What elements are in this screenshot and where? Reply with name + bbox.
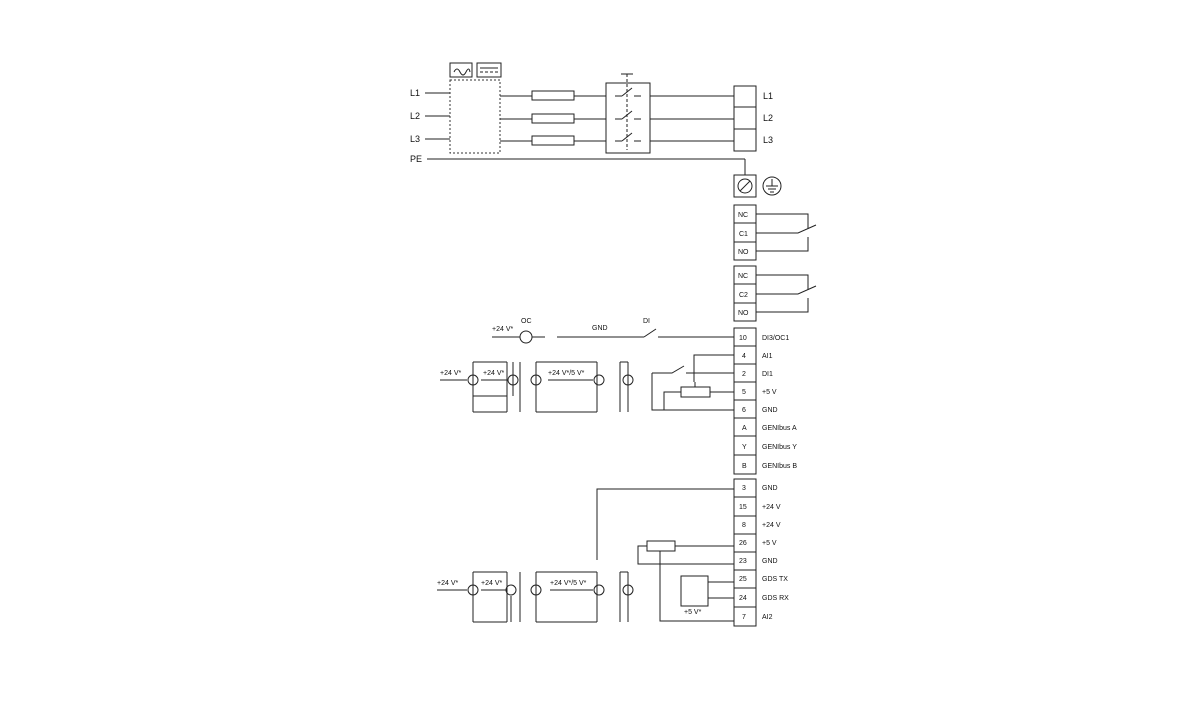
ai1-potentiometer [651,354,734,411]
oc-label: OC [521,318,532,325]
sensor3-supply: +24 V*/5 V* [548,370,585,377]
b2-label-7: AI2 [762,614,773,621]
sensor-row-1: +24 V* +24 V* +24 V*/5 V* [440,361,634,413]
relay-2: NC C2 NO [733,265,817,322]
ground-symbol-icon [762,176,782,196]
b2-num-2: 8 [742,522,746,529]
gnd-label: GND [592,325,608,332]
terminal-label-l3: L3 [763,135,773,145]
b1-num-1: 4 [742,353,746,360]
b1-num-5: A [742,425,747,432]
mains-section: L1 L2 L3 PE [410,62,746,175]
b1-label-3: +5 V [762,389,777,396]
sensor1-supply: +24 V* [440,370,461,377]
sensor5-supply: +24 V* [481,580,502,587]
b2-num-1: 15 [739,504,747,511]
b2-label-4: GND [762,558,778,565]
b2-num-6: 24 [739,595,747,602]
fuse-l1 [531,90,575,101]
supply-label-pe: PE [410,154,422,164]
ai2-potentiometer [637,540,734,622]
gds-sensor: +5 V* [680,575,734,616]
relay2-nc: NC [738,273,748,280]
b1-label-5: GENIbus A [762,425,797,432]
fuse-l3 [531,135,575,146]
oc-supply-label: +24 V* [492,326,513,333]
b1-label-6: GENIbus Y [762,444,797,451]
relay1-c1: C1 [739,231,748,238]
b2-num-5: 25 [739,576,747,583]
b2-num-4: 23 [739,558,747,565]
di3-oc1-wiring: +24 V* OC GND DI [492,318,734,344]
supply-label-l2: L2 [410,111,420,121]
b1-num-7: B [742,463,747,470]
supply-label-l3: L3 [410,134,420,144]
fuse-l2 [531,113,575,124]
sensor4-supply: +24 V* [437,580,458,587]
dc-filter-icon [476,62,502,78]
b2-num-7: 7 [742,614,746,621]
b1-num-4: 6 [742,407,746,414]
b1-label-1: AI1 [762,353,773,360]
relay-1: NC C1 NO [733,204,817,261]
b2-num-3: 26 [739,540,747,547]
relay2-no: NO [738,310,749,317]
relay1-no: NO [738,249,749,256]
terminal-block-1: 10 4 2 5 6 A Y B DI3/OC1 AI1 DI1 +5 V GN… [733,327,797,475]
ac-filter-icon [449,62,473,78]
di-label: DI [643,318,650,325]
b2-label-0: GND [762,485,778,492]
b1-label-7: GENIbus B [762,463,797,470]
b2-label-6: GDS RX [762,595,789,602]
earth-terminal-icon [733,174,757,198]
main-switch [605,73,651,154]
relay1-nc: NC [738,212,748,219]
b2-label-1: +24 V [762,504,781,511]
potentiometer-1 [680,386,711,398]
gds-supply-label: +5 V* [684,609,702,616]
sensor-row-2: +24 V* +24 V* +24 V*/5 V* [437,571,634,623]
b2-label-3: +5 V [762,540,777,547]
oc-lamp [519,330,533,344]
supply-label-l1: L1 [410,88,420,98]
b1-label-2: DI1 [762,371,773,378]
terminal-block-2: 3 15 8 26 23 25 24 7 GND +24 V +24 V +5 … [733,478,789,627]
b2-label-5: GDS TX [762,576,788,583]
b1-num-0: 10 [739,335,747,342]
gds-sensor-box [680,575,709,607]
terminal-label-l2: L2 [763,113,773,123]
sensor6-supply: +24 V*/5 V* [550,580,587,587]
b1-num-2: 2 [742,371,746,378]
potentiometer-2 [646,540,676,552]
power-terminal-block: L1 L2 L3 [733,85,773,152]
b1-label-4: GND [762,407,778,414]
b1-label-0: DI3/OC1 [762,335,789,342]
terminal-label-l1: L1 [763,91,773,101]
emc-filter-box [449,79,501,154]
b1-num-6: Y [742,444,747,451]
sensor2-supply: +24 V* [483,370,504,377]
b2-num-0: 3 [742,485,746,492]
b1-num-3: 5 [742,389,746,396]
relay2-c2: C2 [739,292,748,299]
b2-label-2: +24 V [762,522,781,529]
